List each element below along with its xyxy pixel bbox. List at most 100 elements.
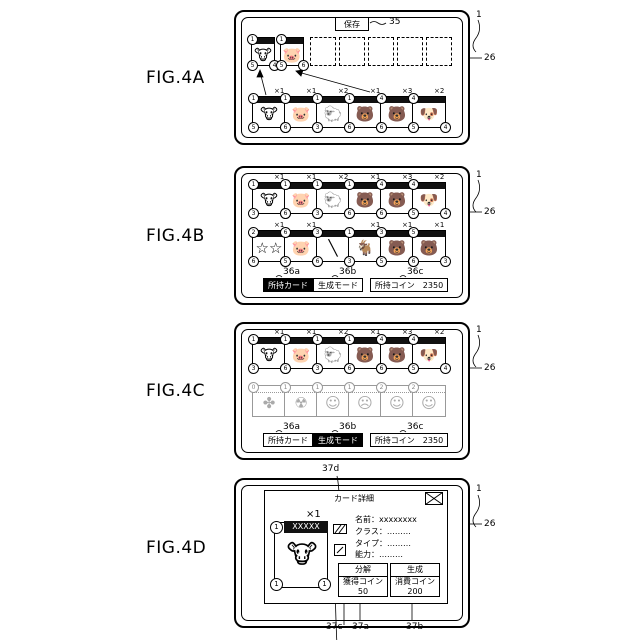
card-art-icon: ╲ bbox=[317, 239, 349, 257]
fig-4c-label: FIG.4C bbox=[146, 381, 205, 401]
empty-slot[interactable] bbox=[310, 37, 336, 66]
card-art-icon: ☹ bbox=[349, 394, 381, 412]
tab-generate-mode[interactable]: 生成モード bbox=[313, 278, 363, 292]
ref-screen-4c: 26 bbox=[484, 363, 495, 373]
card-art-icon: 🐻 bbox=[349, 346, 381, 364]
card-art-icon: 🐑 bbox=[317, 191, 349, 209]
field-name: 名前：xxxxxxxx bbox=[355, 514, 417, 525]
card-cost: 1 bbox=[312, 93, 323, 104]
hatch-icon bbox=[333, 524, 347, 534]
card-art-icon: 🐶 bbox=[413, 105, 445, 123]
cost-label: 消費コイン bbox=[391, 577, 439, 587]
card-cost: 2 bbox=[376, 382, 387, 393]
card-detail-title: カード詳細 bbox=[334, 493, 374, 504]
card-attack: 6 bbox=[376, 122, 387, 133]
empty-slot[interactable] bbox=[368, 37, 394, 66]
card-count: ×2 bbox=[434, 87, 444, 95]
card-art-icon: 🐐 bbox=[349, 239, 381, 257]
card-art-icon: 🐻 bbox=[413, 239, 445, 257]
card-cost: 1 bbox=[312, 334, 323, 345]
field-type: タイプ：……… bbox=[355, 538, 411, 549]
ref-device-4a: 1 bbox=[476, 10, 482, 20]
card-cost: 1 bbox=[344, 227, 355, 238]
card-art-icon: 🐻 bbox=[381, 239, 413, 257]
card-hp: 4 bbox=[440, 122, 451, 133]
card-art-icon: ☢ bbox=[285, 394, 317, 412]
card-art-icon: ☺ bbox=[413, 394, 445, 412]
card-count: ×1 bbox=[306, 509, 321, 520]
card-cost: 1 bbox=[280, 382, 291, 393]
card-attack: 3 bbox=[344, 256, 355, 267]
gain-value: 50 bbox=[339, 587, 387, 597]
card-art-icon: 🐻 bbox=[349, 191, 381, 209]
card-art-icon: 🐶 bbox=[413, 346, 445, 364]
card-cost: 4 bbox=[408, 93, 419, 104]
card-cost: 3 bbox=[312, 227, 323, 238]
card-attack: 3 bbox=[248, 363, 259, 374]
ref-screen-4d: 26 bbox=[484, 519, 495, 529]
card-attack: 5 bbox=[247, 60, 258, 71]
card-art-icon: ☺ bbox=[381, 394, 413, 412]
card-cost: 1 bbox=[248, 93, 259, 104]
ref-device-4b: 1 bbox=[476, 170, 482, 180]
gain-label: 獲得コイン bbox=[339, 577, 387, 587]
empty-slot[interactable] bbox=[397, 37, 423, 66]
ref-screen-4a: 26 bbox=[484, 53, 495, 63]
tab-generate-mode[interactable]: 生成モード bbox=[313, 433, 363, 447]
card-art-icon: 🐷 bbox=[285, 105, 317, 123]
card-attack: 3 bbox=[312, 363, 323, 374]
card-attack: 5 bbox=[280, 256, 291, 267]
ref-device-4c: 1 bbox=[476, 325, 482, 335]
card-art-icon: 🐑 bbox=[317, 346, 349, 364]
card-cost: 1 bbox=[344, 334, 355, 345]
card-cost: 4 bbox=[376, 93, 387, 104]
fig-4b-label: FIG.4B bbox=[146, 226, 205, 246]
card-cost: 1 bbox=[247, 34, 258, 45]
card-attack: 6 bbox=[344, 122, 355, 133]
card-cost: 1 bbox=[344, 382, 355, 393]
card-count: ×1 bbox=[434, 221, 444, 229]
rotate-icon bbox=[334, 544, 346, 556]
card-attack: 5 bbox=[376, 256, 387, 267]
card-cost: 1 bbox=[276, 34, 287, 45]
card-name-bar: XXXXX bbox=[284, 521, 328, 533]
save-button[interactable]: 保存 bbox=[335, 17, 369, 31]
card-hp: 6 bbox=[298, 60, 309, 71]
card-cost: 1 bbox=[280, 334, 291, 345]
card-attack: 6 bbox=[376, 208, 387, 219]
card-attack: 5 bbox=[248, 122, 259, 133]
cost-value: 200 bbox=[391, 587, 439, 597]
card-attack: 6 bbox=[344, 363, 355, 374]
card-attack: 6 bbox=[280, 363, 291, 374]
empty-slot[interactable] bbox=[339, 37, 365, 66]
tab-owned-cards[interactable]: 所持カード bbox=[263, 278, 313, 292]
generate-label: 生成 bbox=[391, 564, 439, 577]
card-attack: 6 bbox=[376, 363, 387, 374]
card-cost: 6 bbox=[280, 227, 291, 238]
empty-slot[interactable] bbox=[426, 37, 452, 66]
card-attack: 6 bbox=[248, 256, 259, 267]
card-attack: 5 bbox=[408, 208, 419, 219]
card-cost: 5 bbox=[408, 227, 419, 238]
cow-icon: 🐮 bbox=[280, 540, 324, 570]
card-count: ×2 bbox=[434, 173, 444, 181]
tab-owned-cards[interactable]: 所持カード bbox=[263, 433, 313, 447]
break-button[interactable]: 分解 獲得コイン 50 bbox=[338, 563, 388, 597]
card-art-icon: 🐷 bbox=[285, 346, 317, 364]
card-cost: 4 bbox=[376, 179, 387, 190]
card-hp: 4 bbox=[440, 208, 451, 219]
card-cost: 1 bbox=[270, 521, 283, 534]
field-class: クラス：……… bbox=[355, 526, 411, 537]
fig-4d-label: FIG.4D bbox=[146, 538, 206, 558]
ref-screen-4b: 26 bbox=[484, 207, 495, 217]
owned-coins: 所持コイン 2350 bbox=[370, 278, 448, 292]
owned-coins: 所持コイン 2350 bbox=[370, 433, 448, 447]
generate-button[interactable]: 生成 消費コイン 200 bbox=[390, 563, 440, 597]
card-cost: 1 bbox=[312, 179, 323, 190]
close-icon[interactable] bbox=[425, 492, 443, 505]
card-art-icon: 🐻 bbox=[381, 191, 413, 209]
card-cost: 1 bbox=[344, 93, 355, 104]
ref-device-4d: 1 bbox=[476, 484, 482, 494]
ref-37d: 37d bbox=[322, 464, 339, 474]
card-cost: 4 bbox=[376, 334, 387, 345]
